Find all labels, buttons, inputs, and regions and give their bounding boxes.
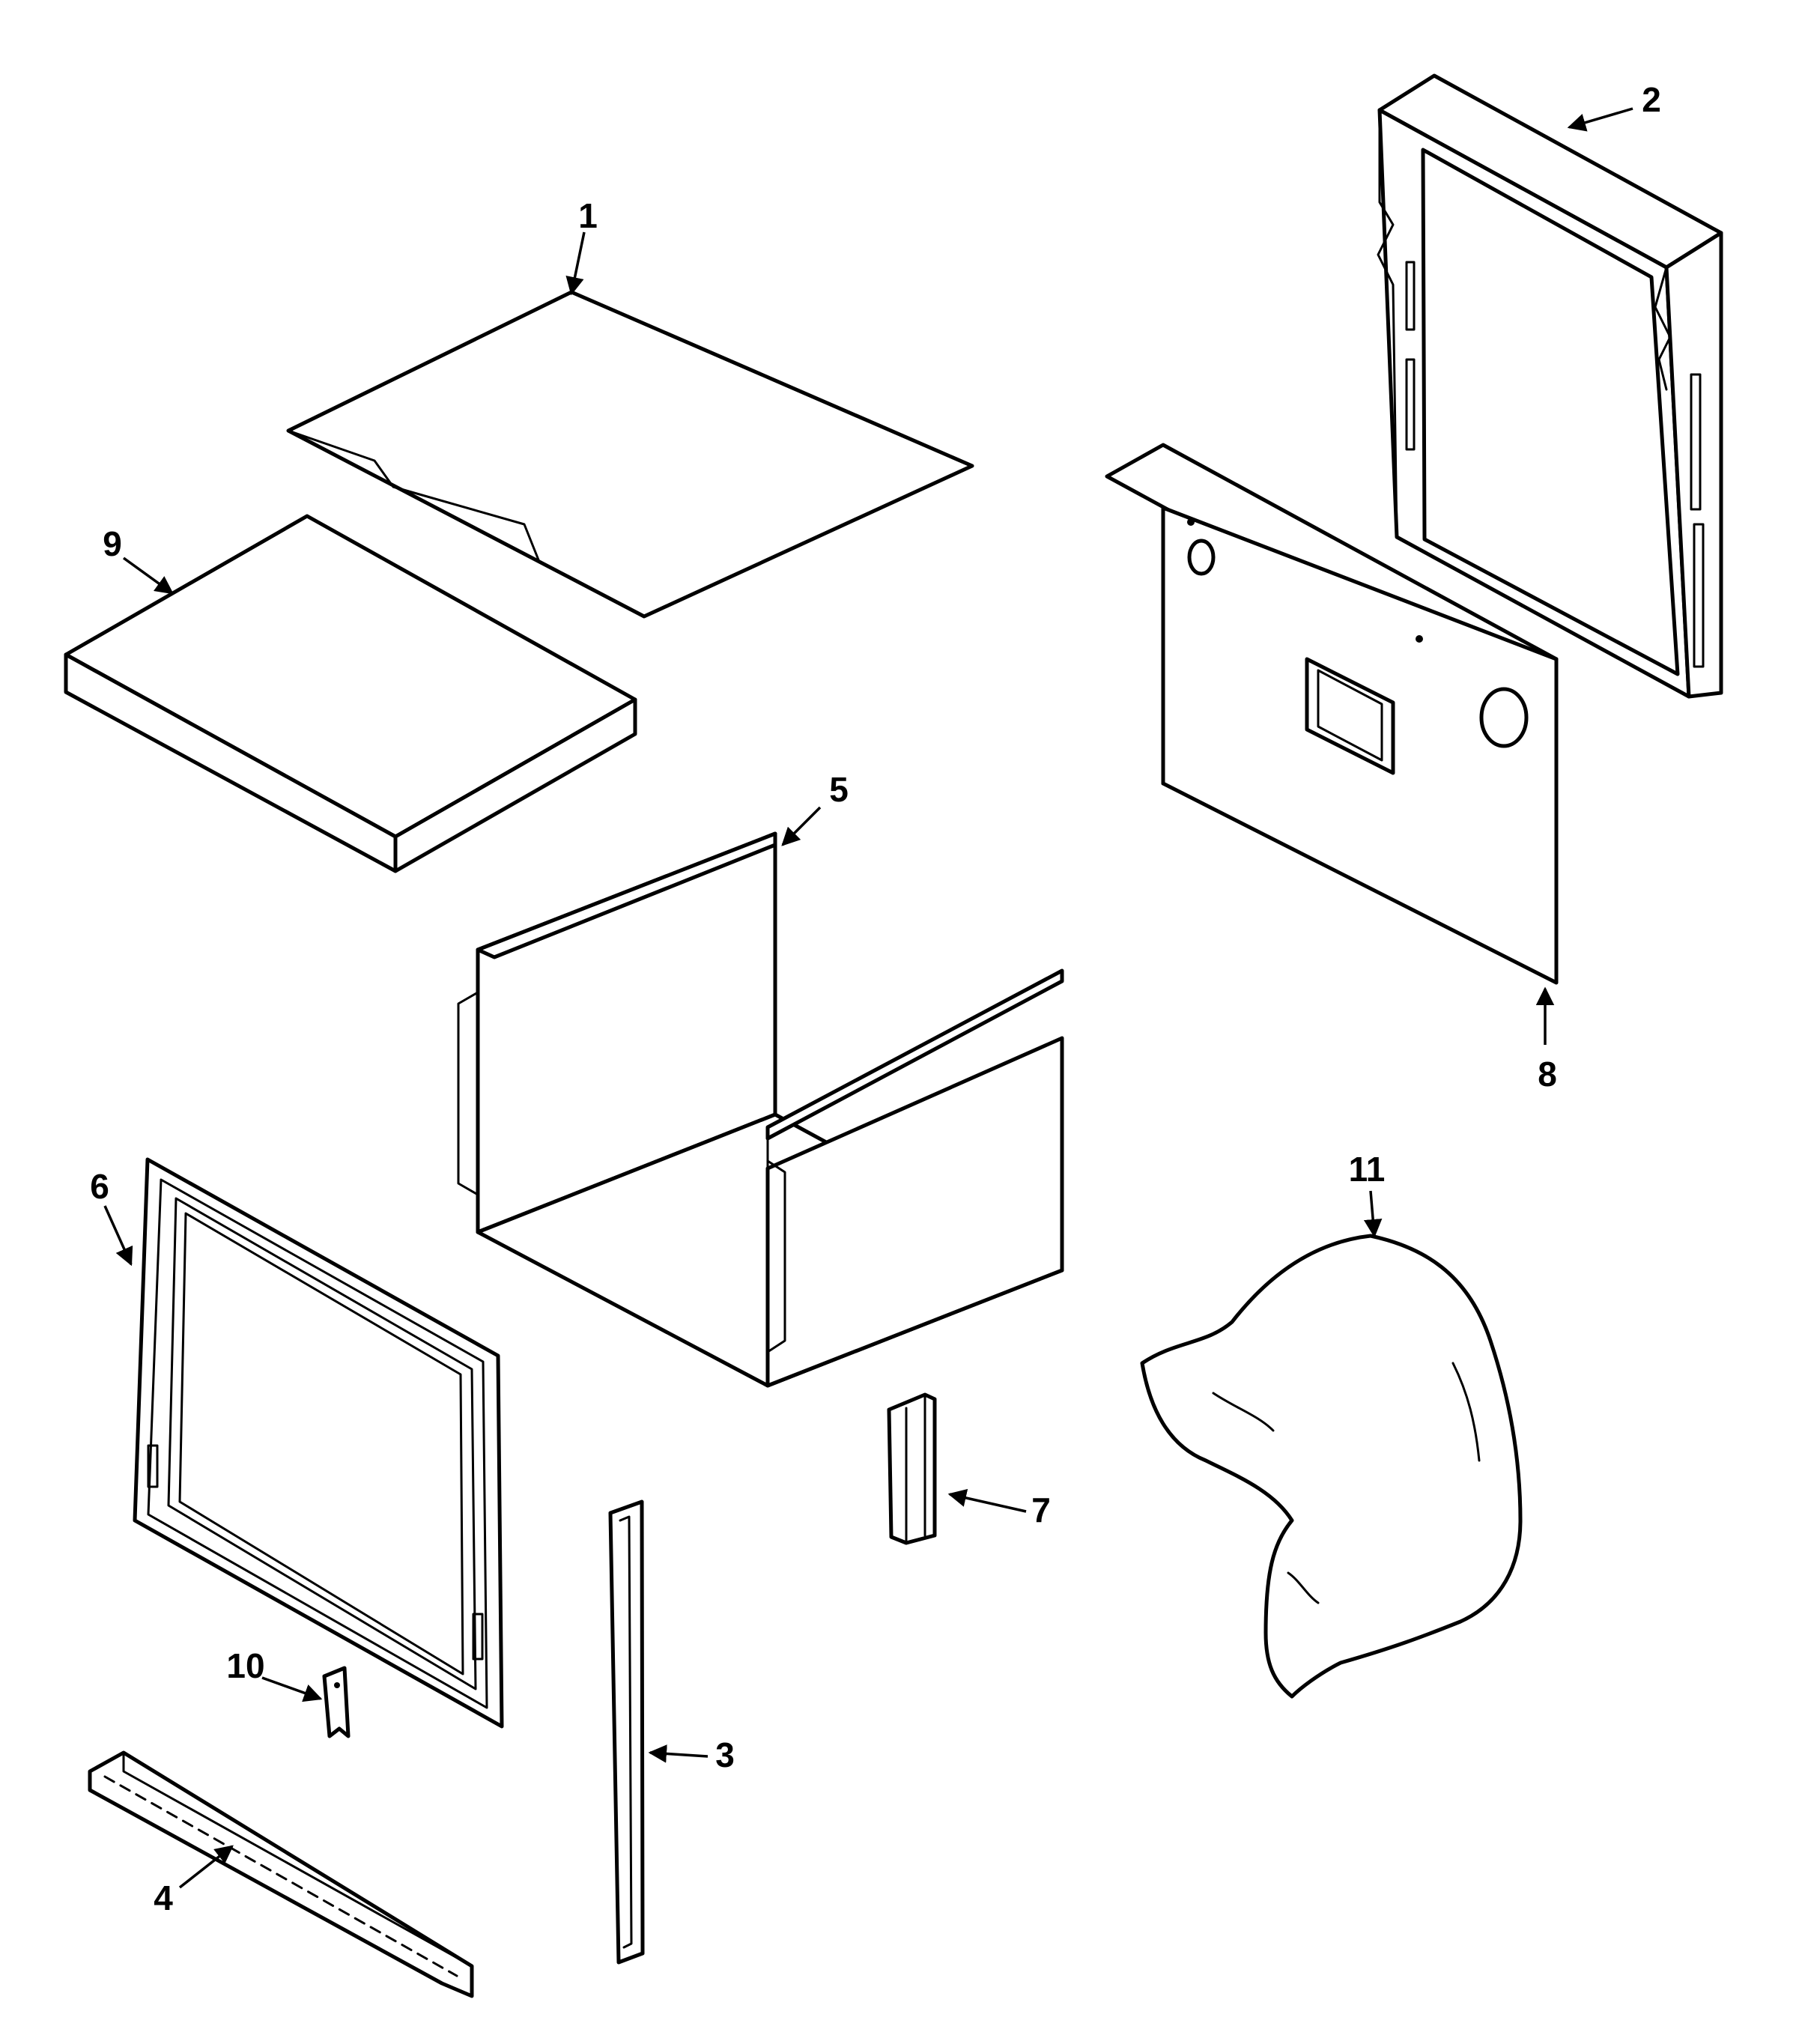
leader-5 [781, 806, 822, 846]
leader-1 [565, 231, 586, 296]
callout-11: 11 [1349, 1150, 1386, 1189]
callout-2: 2 [1642, 80, 1661, 119]
leader-lines [103, 107, 1633, 1889]
part-2-rear-frame [1377, 73, 1723, 699]
part-5-oven-box [457, 831, 1064, 1388]
part-3-trim-strip [608, 1499, 645, 1965]
callout-3: 3 [715, 1735, 735, 1774]
callout-8: 8 [1538, 1055, 1557, 1094]
callout-5: 5 [829, 770, 849, 809]
callout-7: 7 [1031, 1490, 1051, 1529]
callout-6: 6 [90, 1167, 109, 1206]
leader-3 [648, 1744, 709, 1763]
callout-4: 4 [154, 1878, 173, 1917]
leader-4 [178, 1845, 234, 1889]
leader-9 [122, 557, 174, 595]
part-9-insulation-pad [64, 514, 637, 873]
part-7-bracket [887, 1392, 937, 1545]
leader-11 [1363, 1190, 1383, 1238]
part-11-insulation-blanket [1140, 1234, 1523, 1699]
callout-labels: 1 2 3 4 5 6 7 8 9 10 11 [90, 80, 1661, 1917]
part-1-top-panel [286, 290, 974, 619]
leader-2 [1567, 107, 1633, 132]
part-4-bottom-rail [88, 1750, 474, 1998]
part-8-back-panel [1105, 443, 1559, 985]
leader-6 [103, 1205, 133, 1267]
leader-7 [947, 1488, 1027, 1513]
leader-10 [261, 1676, 323, 1702]
part-10-bracket [322, 1666, 351, 1738]
callout-10: 10 [226, 1646, 264, 1685]
part-6-door-frame [133, 1157, 504, 1729]
callout-9: 9 [103, 524, 122, 563]
callout-1: 1 [578, 196, 598, 235]
